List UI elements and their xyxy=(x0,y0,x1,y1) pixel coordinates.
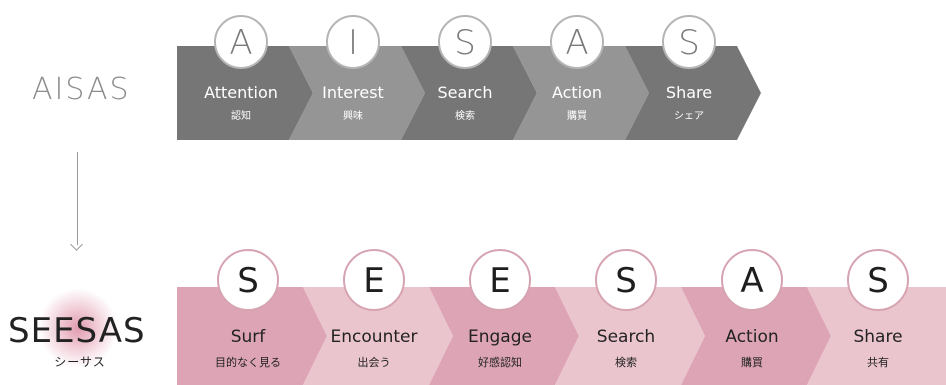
seesas-label: SEESAS xyxy=(8,311,146,351)
seesas-flow: S Surf 目的なく見る E Encounter 出会う E Engage 好感認知 S Sear… xyxy=(177,249,946,385)
aisas-chevron xyxy=(625,46,761,140)
aisas-chevron xyxy=(289,46,425,140)
seesas-sub-label: シーサス xyxy=(54,355,106,369)
seesas-step-letter: E xyxy=(489,261,510,301)
aisas-chevron xyxy=(513,46,649,140)
aisas-step-circle xyxy=(550,15,604,69)
flow-arrow-line xyxy=(77,152,78,245)
seesas-step-sub: 共有 xyxy=(867,355,889,369)
aisas-step-letter: I xyxy=(348,23,358,63)
aisas-step-title: Interest xyxy=(322,83,384,102)
seesas-step-letter: A xyxy=(740,261,763,301)
aisas-step-title: Share xyxy=(666,83,712,102)
seesas-step-title: Encounter xyxy=(331,327,418,347)
seesas-step-sub: 購買 xyxy=(741,355,763,369)
aisas-step-letter: A xyxy=(565,23,588,63)
aisas-step-circle xyxy=(438,15,492,69)
aisas-step-sub: 購買 xyxy=(567,109,587,122)
aisas-step-letter: S xyxy=(454,23,476,63)
seesas-step-circle xyxy=(469,249,531,311)
aisas-flow: A Attention 認知 I Interest 興味 S Search 検索 A Action 購… xyxy=(177,15,761,140)
aisas-step-title: Search xyxy=(438,83,493,102)
seesas-step-sub: 検索 xyxy=(615,355,637,369)
seesas-step-circle xyxy=(217,249,279,311)
seesas-step-title: Action xyxy=(725,327,778,347)
aisas-step-sub: シェア xyxy=(674,111,704,122)
aisas-step-sub: 認知 xyxy=(231,109,251,122)
aisas-step-title: Attention xyxy=(204,83,278,102)
seesas-step-circle xyxy=(721,249,783,311)
seesas-step-circle xyxy=(595,249,657,311)
seesas-step-title: Surf xyxy=(231,327,267,347)
aisas-chevron xyxy=(401,46,537,140)
seesas-step-letter: S xyxy=(237,261,259,301)
seesas-step-letter: S xyxy=(867,261,889,301)
seesas-step-title: Engage xyxy=(468,327,532,347)
seesas-step-circle xyxy=(847,249,909,311)
aisas-step-circle xyxy=(214,15,268,69)
seesas-step-sub: 出会う xyxy=(358,355,391,369)
aisas-chevron xyxy=(177,46,313,140)
seesas-chevron xyxy=(555,287,705,385)
seesas-glow xyxy=(38,288,118,368)
aisas-step-circle xyxy=(326,15,380,69)
aisas-step-letter: A xyxy=(229,23,252,63)
seesas-step-title: Share xyxy=(853,327,902,347)
seesas-step-sub: 好感認知 xyxy=(478,355,522,369)
aisas-step-sub: 検索 xyxy=(455,109,475,122)
aisas-label: AISAS xyxy=(32,72,131,107)
aisas-step-sub: 興味 xyxy=(343,110,363,122)
seesas-chevron xyxy=(177,287,327,385)
aisas-step-letter: S xyxy=(678,23,700,63)
seesas-step-circle xyxy=(343,249,405,311)
seesas-label-group: SEESAS シーサス xyxy=(0,283,160,378)
seesas-step-sub: 目的なく見る xyxy=(215,355,281,369)
seesas-chevron xyxy=(807,287,946,385)
seesas-step-letter: S xyxy=(615,261,637,301)
seesas-chevron xyxy=(681,287,831,385)
seesas-step-title: Search xyxy=(597,327,655,347)
seesas-step-letter: E xyxy=(363,261,384,301)
seesas-chevron xyxy=(429,287,579,385)
seesas-chevron xyxy=(303,287,453,385)
aisas-step-circle xyxy=(662,15,716,69)
aisas-step-title: Action xyxy=(552,83,602,102)
